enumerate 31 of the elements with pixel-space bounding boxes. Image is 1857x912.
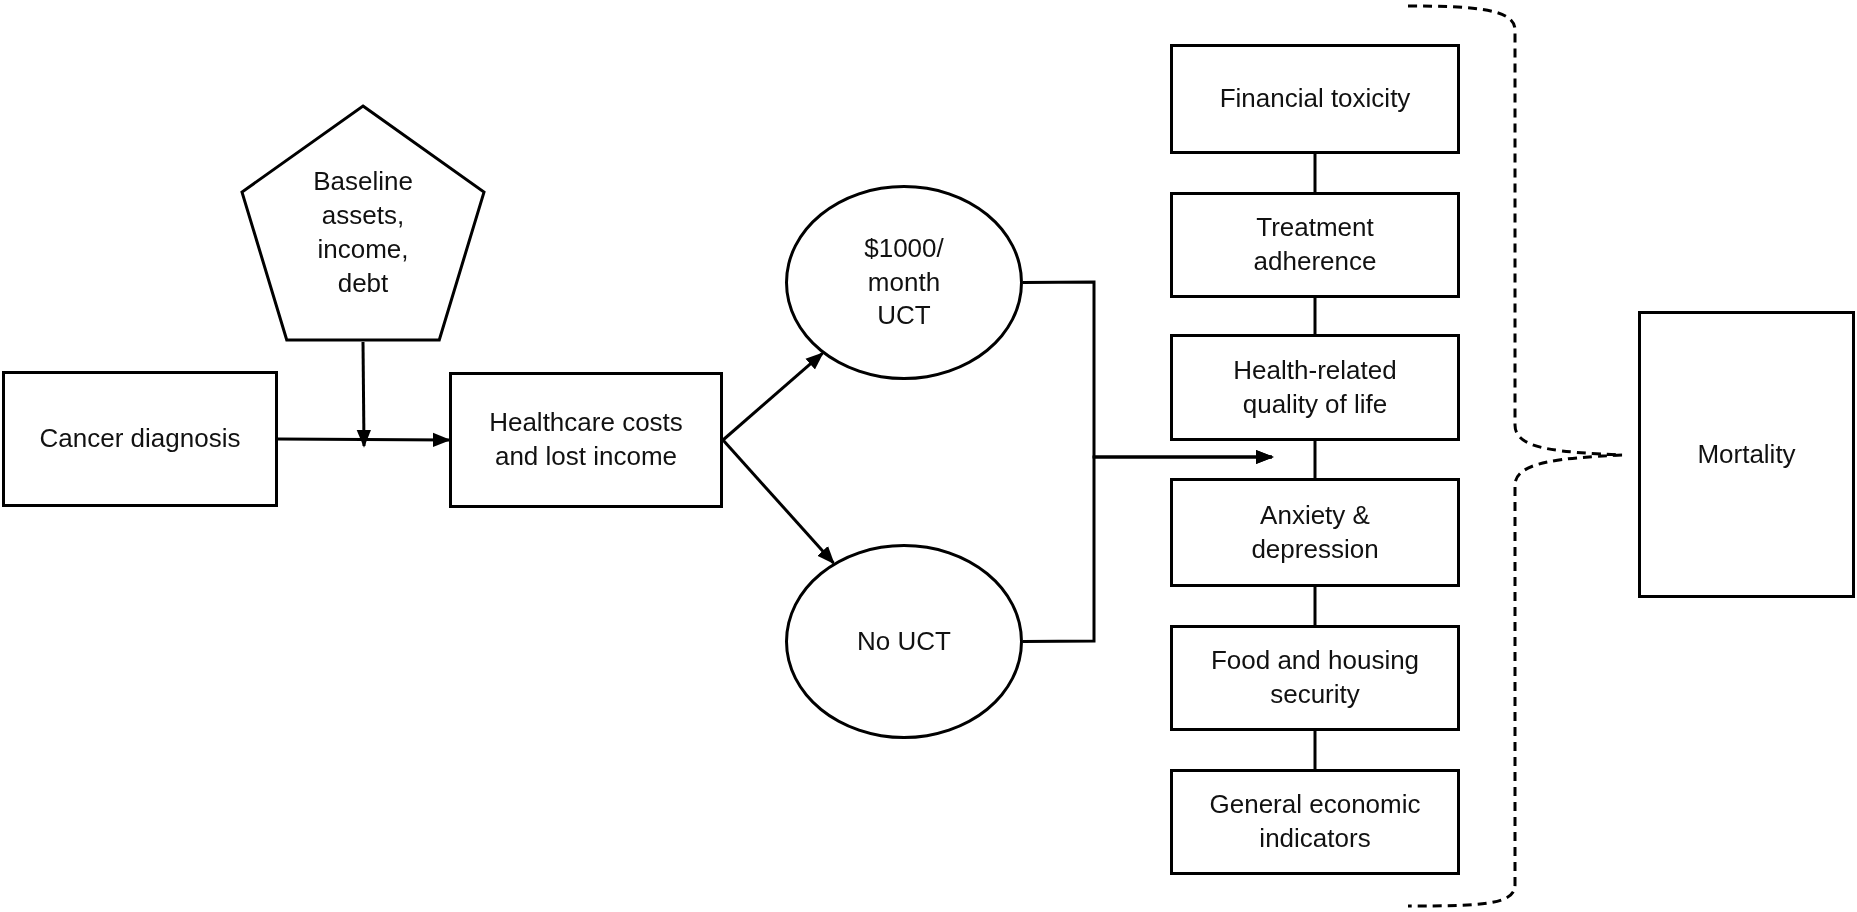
connector-line [1313,441,1317,478]
connector-line [1313,298,1317,334]
node-label: Treatment adherence [1252,211,1378,278]
node-label: Baseline assets, income, debt [312,165,414,300]
connector-line [1313,587,1317,625]
box-node [1170,334,1460,441]
box-node [1170,192,1460,298]
box-node [1170,769,1460,875]
node-label: General economic indicators [1208,788,1422,855]
node-label: Cancer diagnosis [39,422,241,456]
arrow [278,432,451,448]
arrow [356,342,372,448]
box-node [1170,44,1460,154]
box-node [1638,311,1855,598]
node-label: Mortality [1697,437,1796,471]
connector-line [1313,731,1317,769]
connector-line [1313,154,1317,192]
node-label: $1000/ month UCT [863,231,945,333]
node-label: Food and housing security [1209,644,1421,711]
arrow [721,439,835,565]
box-node [1170,625,1460,731]
node-label: No UCT [857,624,951,658]
node-label: Financial toxicity [1219,82,1411,116]
box-node [1170,478,1460,587]
node-label: Health-related quality of life [1232,353,1398,421]
node-label: Healthcare costs and lost income [488,406,684,473]
arrow [722,352,824,442]
box-node [2,371,278,507]
box-node [449,372,723,508]
node-label: Anxiety & depression [1250,498,1380,566]
arrow [1023,449,1274,643]
